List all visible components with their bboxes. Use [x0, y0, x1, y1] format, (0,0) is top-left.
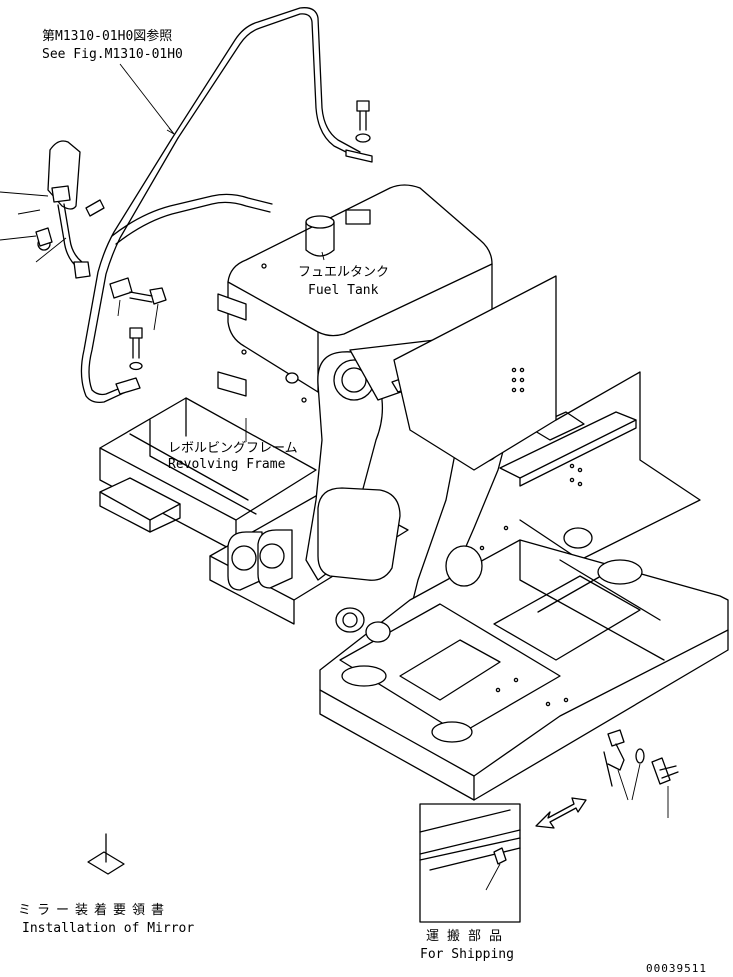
fuel-tank-label-en: Fuel Tank	[308, 283, 379, 298]
mirror-assembly	[0, 140, 105, 279]
mirror-label-jp: ミラー装着要領書	[18, 902, 170, 918]
reference-label-en: See Fig.M1310-01H0	[42, 47, 183, 62]
handrail	[80, 7, 361, 404]
clamp-bolts	[109, 277, 167, 395]
mirror-label-en: Installation of Mirror	[22, 921, 194, 936]
revolving-frame	[99, 275, 729, 801]
rivet-holes	[479, 367, 583, 707]
shipping-clip-parts	[603, 729, 679, 818]
top-bolt	[345, 100, 373, 163]
revolving-frame-label-jp: レボルビングフレーム	[168, 441, 298, 456]
revolving-frame-label-en: Revolving Frame	[168, 457, 286, 472]
shipping-label-en: For Shipping	[420, 947, 514, 962]
mirror-plate-icon	[87, 833, 125, 875]
shipping-detail	[419, 803, 521, 923]
reference-label-jp: 第M1310-01H0図参照	[42, 28, 172, 44]
drawing-number: 00039511	[646, 962, 707, 975]
shipping-label-jp: 運搬部品	[426, 929, 510, 944]
fuel-tank-label-jp: フュエルタンク	[298, 265, 389, 280]
double-arrow	[535, 797, 587, 829]
leader-lines	[119, 63, 325, 442]
